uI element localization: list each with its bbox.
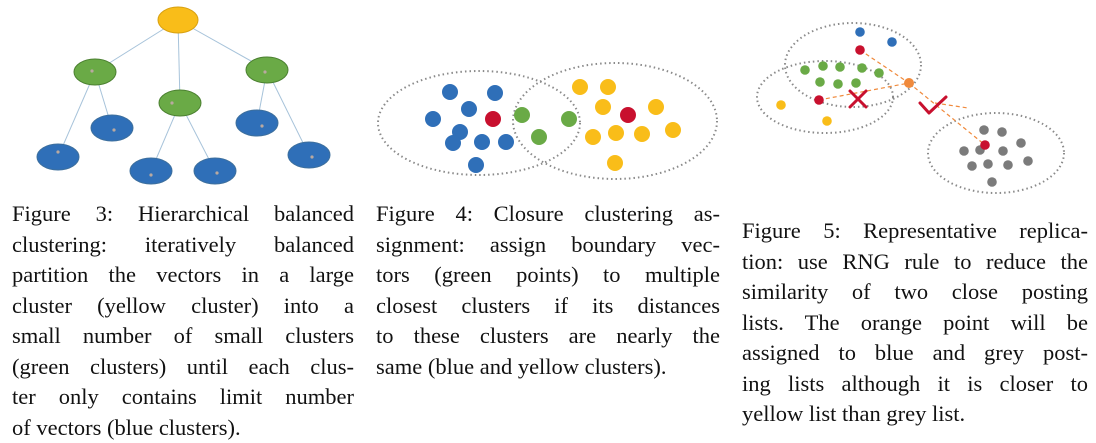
red-centroid-point — [620, 107, 636, 123]
grey-points — [959, 125, 1033, 187]
caption-line: of vectors (blue clusters). — [12, 413, 354, 443]
blue-cluster-node — [194, 158, 236, 184]
red-centroid-point — [980, 140, 990, 150]
figure-3: Figure 3: Hierarchical balanced clusteri… — [0, 0, 370, 441]
green-cluster-node — [246, 57, 288, 83]
blue-cluster-node — [91, 115, 133, 141]
figure-3-caption: Figure 3: Hierarchical balanced clusteri… — [12, 199, 354, 443]
figure-3-diagram — [0, 0, 370, 200]
caption-line: similarity of two close posting — [742, 277, 1088, 308]
caption-line: Figure 5: Representative replica- — [742, 216, 1088, 247]
figure-5: Figure 5: Representative replica- tion: … — [732, 0, 1096, 441]
caption-line: Figure 3: Hierarchical balanced — [12, 199, 354, 230]
orange-point — [904, 78, 914, 88]
caption-line: closest clusters if its distances — [376, 291, 720, 322]
blue-points — [855, 27, 897, 47]
caption-line: tion: use RNG rule to reduce the — [742, 247, 1088, 278]
cross-mark-icon — [850, 91, 866, 107]
green-boundary-points — [514, 107, 577, 145]
caption-line: (green clusters) until each clus- — [12, 352, 354, 383]
green-points — [800, 61, 884, 89]
green-cluster-node — [159, 90, 201, 116]
caption-line: Figure 4: Closure clustering as- — [376, 199, 720, 230]
caption-line: ing lists although it is closer to — [742, 369, 1088, 400]
blue-cluster-node — [288, 142, 330, 168]
caption-line: ter only contains limit number — [12, 382, 354, 413]
red-centroid-point — [485, 111, 501, 127]
caption-line: to these clusters are nearly the — [376, 321, 720, 352]
caption-line: lists. The orange point will be — [742, 308, 1088, 339]
figure-4: Figure 4: Closure clustering as- signmen… — [370, 0, 732, 441]
blue-cluster-node — [37, 144, 79, 170]
yellow-points — [572, 79, 681, 171]
caption-line: yellow list than grey list. — [742, 399, 1088, 430]
figure-5-caption: Figure 5: Representative replica- tion: … — [742, 216, 1088, 430]
caption-line: small number of small clusters — [12, 321, 354, 352]
blue-cluster-node — [236, 110, 278, 136]
caption-line: partition the vectors in a large — [12, 260, 354, 291]
red-centroid-point — [814, 95, 824, 105]
figure-4-caption: Figure 4: Closure clustering as- signmen… — [376, 199, 720, 382]
yellow-cluster-node — [158, 7, 198, 33]
yellow-points — [776, 100, 832, 126]
caption-line: assigned to blue and grey post- — [742, 338, 1088, 369]
caption-line: tors (green points) to multiple — [376, 260, 720, 291]
green-cluster-node — [74, 59, 116, 85]
figure-4-diagram — [370, 0, 732, 200]
red-centroid-point — [855, 45, 865, 55]
caption-line: signment: assign boundary vec- — [376, 230, 720, 261]
caption-line: clustering: iteratively balanced — [12, 230, 354, 261]
blue-points — [425, 84, 514, 173]
caption-line: cluster (yellow cluster) into a — [12, 291, 354, 322]
blue-cluster-node — [130, 158, 172, 184]
figure-5-diagram — [732, 0, 1096, 215]
caption-line: same (blue and yellow clusters). — [376, 352, 720, 383]
